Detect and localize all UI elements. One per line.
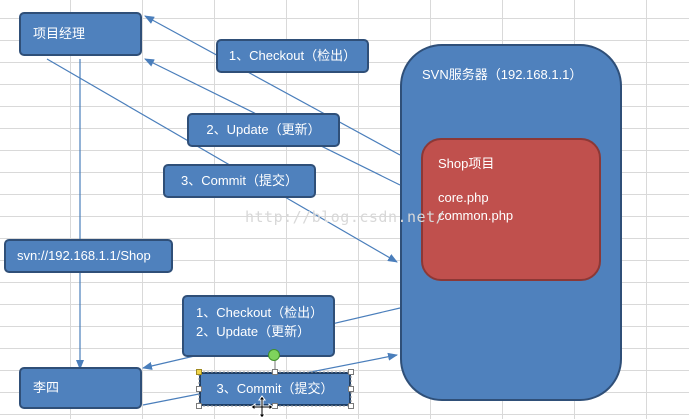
- manager-update-step[interactable]: 2、Update（更新）: [187, 113, 340, 147]
- resize-handle-bottom-right[interactable]: [348, 403, 354, 409]
- project-manager-label: 项目经理: [33, 26, 86, 41]
- shop-repo-box[interactable]: Shop项目 core.php common.php: [421, 138, 601, 281]
- manager-commit-step[interactable]: 3、Commit（提交）: [163, 164, 316, 198]
- developer-box[interactable]: 李四: [19, 367, 142, 409]
- resize-handle-left[interactable]: [196, 386, 202, 392]
- manager-checkout-label: 1、Checkout（检出）: [228, 48, 357, 63]
- watermark: http://blog.csdn.net/: [245, 208, 446, 226]
- developer-commit-label: 3、Commit（提交）: [216, 381, 334, 396]
- developer-checkout-update-step[interactable]: 1、Checkout（检出） 2、Update（更新）: [182, 295, 335, 357]
- shop-repo-title: Shop项目: [438, 156, 495, 171]
- resize-handle-bottom-left[interactable]: [196, 403, 202, 409]
- svn-url-box[interactable]: svn://192.168.1.1/Shop: [4, 239, 173, 273]
- move-cursor-icon: [250, 395, 274, 419]
- svn-server-label: SVN服务器（192.168.1.1）: [422, 67, 583, 82]
- manager-commit-label: 3、Commit（提交）: [180, 173, 298, 188]
- resize-handle-top-left[interactable]: [196, 369, 202, 375]
- resize-handle-right[interactable]: [348, 386, 354, 392]
- resize-handle-top[interactable]: [272, 369, 278, 375]
- project-manager-box[interactable]: 项目经理: [19, 12, 142, 56]
- manager-checkout-step[interactable]: 1、Checkout（检出）: [216, 39, 369, 73]
- repo-file-core: core.php: [438, 190, 489, 205]
- svn-url-label: svn://192.168.1.1/Shop: [17, 248, 151, 263]
- repo-file-common: common.php: [438, 208, 514, 223]
- developer-commit-step[interactable]: 3、Commit（提交）: [199, 372, 351, 406]
- resize-handle-top-right[interactable]: [348, 369, 354, 375]
- developer-checkout-label: 1、Checkout（检出）: [196, 305, 324, 320]
- rotate-handle-icon[interactable]: [268, 349, 280, 361]
- developer-update-label: 2、Update（更新）: [196, 324, 311, 339]
- manager-update-label: 2、Update（更新）: [206, 122, 321, 137]
- developer-label: 李四: [33, 380, 60, 395]
